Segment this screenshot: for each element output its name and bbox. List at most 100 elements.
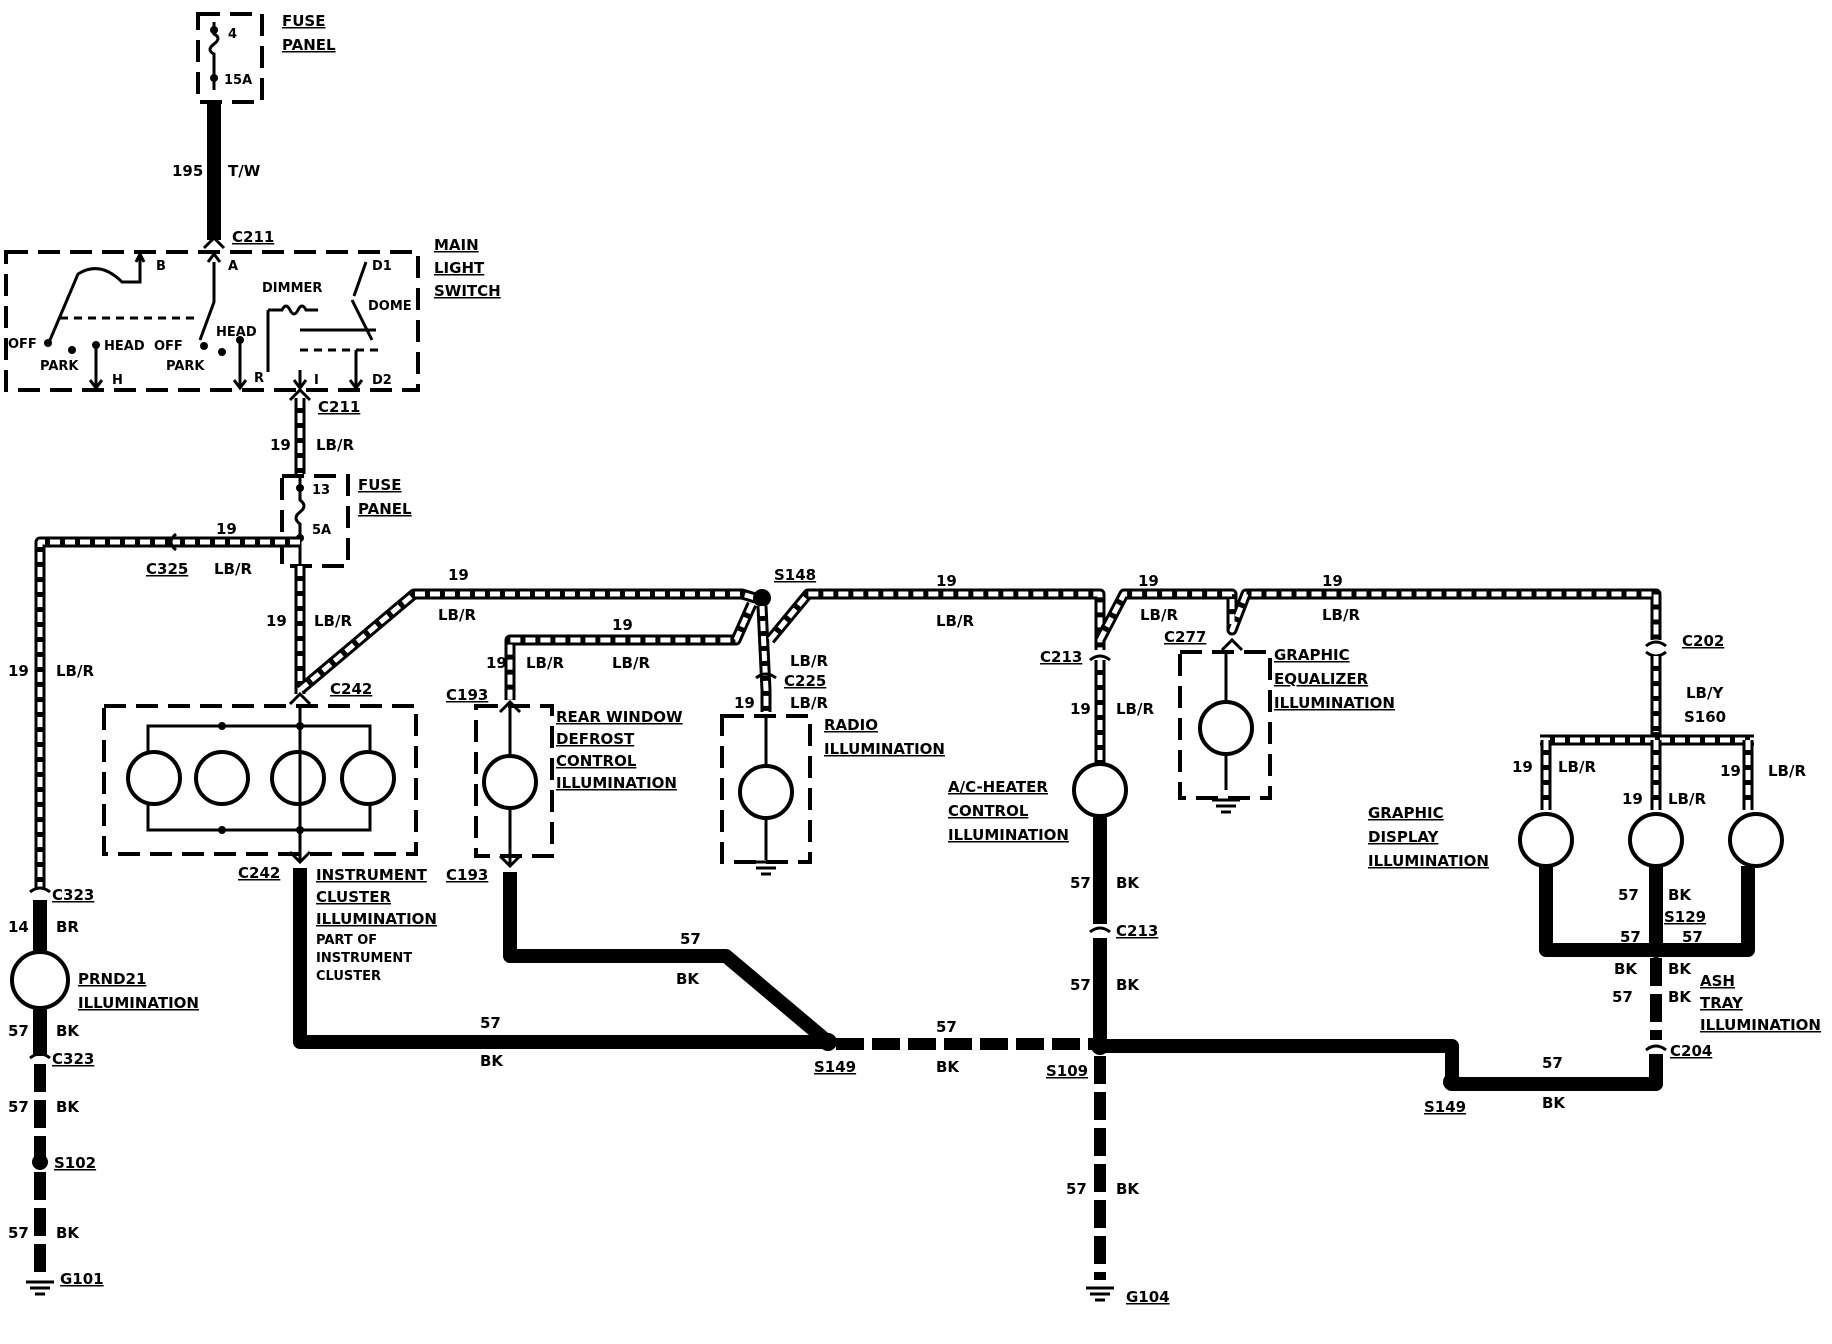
wire-bk-a: BK (1614, 960, 1638, 978)
splice-s129-label: S129 (1664, 908, 1706, 926)
wire-57-d-color: BK (480, 1052, 504, 1070)
sw-term-head-2: HEAD (216, 325, 257, 340)
instrument-note-3: CLUSTER (316, 969, 381, 984)
instrument-cluster-box (102, 704, 418, 856)
connector-c211-top: C211 (232, 228, 274, 246)
cluster-bulb-2 (194, 750, 250, 806)
ac-heater-label-3: ILLUMINATION (948, 826, 1069, 844)
ac-heater-label-1: A/C-HEATER (948, 778, 1048, 796)
sw-term-off-2: OFF (154, 339, 183, 354)
cluster-bulb-1 (126, 750, 182, 806)
rear-defrost-box (474, 704, 554, 858)
sw-term-h: H (112, 373, 123, 388)
splice-s148 (753, 589, 771, 607)
wire-19-f-color: LB/R (612, 654, 650, 672)
wire-19-p-color: LB/R (1768, 762, 1806, 780)
wire-19-n-color: LB/R (1558, 758, 1596, 776)
fuse-mid-rating: 5A (312, 523, 331, 538)
wire-19-a-color: LB/R (316, 436, 354, 454)
sw-term-i: I (314, 373, 319, 388)
splice-s129 (1648, 942, 1664, 958)
sw-term-dome: DOME (368, 299, 412, 314)
wire-57-j-color: BK (1542, 1094, 1566, 1112)
ash-tray-label-1: ASH (1700, 972, 1735, 990)
ac-heater-label-2: CONTROL (948, 802, 1029, 820)
connector-c204: C204 (1670, 1042, 1712, 1060)
wire-19-m-num: 19 (1070, 700, 1091, 718)
splice-s109-label: S109 (1046, 1062, 1088, 1080)
connector-c213-bottom: C213 (1116, 922, 1158, 940)
wire-57-j-num: 57 (1542, 1054, 1563, 1072)
instrument-cluster-label-3: ILLUMINATION (316, 910, 437, 928)
prnd21-label-1: PRND21 (78, 970, 146, 988)
wire-195-num: 195 (172, 162, 203, 180)
wire-57-h-color: BK (1116, 976, 1140, 994)
splice-s148-label: S148 (774, 566, 816, 584)
wire-57-f-color: BK (936, 1058, 960, 1076)
wire-19-e-color: LB/R (438, 606, 476, 624)
splice-s102-label: S102 (54, 1154, 96, 1172)
splice-s160-label: S160 (1684, 708, 1726, 726)
main-switch-label-3: SWITCH (434, 282, 501, 300)
sw-term-park-2: PARK (166, 359, 205, 374)
fuse-top-number: 4 (228, 27, 237, 42)
wire-19-o-num: 19 (1622, 790, 1643, 808)
connector-c242-bottom: C242 (238, 864, 280, 882)
splice-s149-right-label: S149 (1424, 1098, 1466, 1116)
wire-19-k-color: LB/R (1140, 606, 1178, 624)
wire-19-l-num: 19 (1322, 572, 1343, 590)
wire-195-color: T/W (228, 162, 261, 180)
wire-19-d-color: LB/R (314, 612, 352, 630)
connector-c193-top: C193 (446, 686, 488, 704)
wire-57-m-num: 57 (1682, 928, 1703, 946)
wire-57-i-color: BK (1116, 1180, 1140, 1198)
connector-c277: C277 (1164, 628, 1206, 646)
wire-57-f-num: 57 (936, 1018, 957, 1036)
prnd21-label-2: ILLUMINATION (78, 994, 199, 1012)
sw-term-head-1: HEAD (104, 339, 145, 354)
wire-57-a-num: 57 (8, 1022, 29, 1040)
fuse-mid-label-1: FUSE (358, 476, 401, 494)
sw-term-a: A (228, 259, 238, 274)
fuse-top-element (208, 22, 220, 90)
sw-term-dimmer: DIMMER (262, 281, 322, 296)
graphic-display-bulb-1 (1518, 812, 1574, 868)
ash-tray-label-3: ILLUMINATION (1700, 1016, 1821, 1034)
sw-term-off-1: OFF (8, 337, 37, 352)
wire-bk-b: BK (1668, 960, 1692, 978)
instrument-cluster-label-2: CLUSTER (316, 888, 391, 906)
connector-c323-top: C323 (52, 886, 94, 904)
radio-label-1: RADIO (824, 716, 878, 734)
wire-19-l-color: LB/R (1322, 606, 1360, 624)
radio-bulb (738, 764, 794, 820)
ac-heater-bulb (1072, 762, 1128, 818)
wire-19-i-color: LB/R (790, 694, 828, 712)
wire-19-d-num: 19 (266, 612, 287, 630)
fuse-top-rating: 15A (224, 73, 252, 88)
wire-19-j-color: LB/R (936, 612, 974, 630)
wire-57-n-color: BK (1668, 988, 1692, 1006)
ash-tray-label-2: TRAY (1700, 994, 1744, 1012)
wire-14-color: BR (56, 918, 79, 936)
sw-term-d2: D2 (372, 373, 392, 388)
fuse-mid-box (280, 474, 350, 568)
wire-19-b-color: LB/R (214, 560, 252, 578)
wire-19-k-num: 19 (1138, 572, 1159, 590)
rear-defrost-label-1: REAR WINDOW (556, 708, 683, 726)
wire-57-a-color: BK (56, 1022, 80, 1040)
graphic-display-bulb-2 (1628, 812, 1684, 868)
wire-57-l-num: 57 (1620, 928, 1641, 946)
fuse-top-box (196, 12, 264, 104)
prnd21-bulb (10, 950, 70, 1010)
instrument-note-1: PART OF (316, 933, 377, 948)
wire-19-o-color: LB/R (1668, 790, 1706, 808)
wire-19-f-num: 19 (612, 616, 633, 634)
wire-19-c-color: LB/R (56, 662, 94, 680)
rear-defrost-label-2: DEFROST (556, 730, 635, 748)
wire-19-b-num: 19 (216, 520, 237, 538)
splice-s149-left-label: S149 (814, 1058, 856, 1076)
graphic-eq-label-1: GRAPHIC (1274, 646, 1350, 664)
connector-c225: C225 (784, 672, 826, 690)
wire-57-e-color: BK (676, 970, 700, 988)
